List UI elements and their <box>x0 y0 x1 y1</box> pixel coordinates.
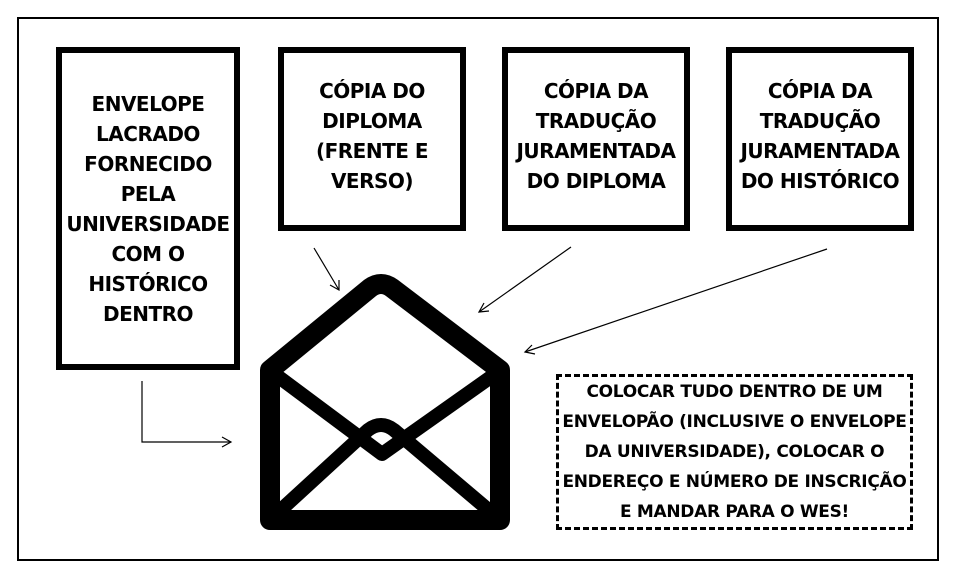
arrow-trad-historico-to-icon <box>524 248 828 353</box>
arrow-envelope-to-icon-head <box>221 436 233 448</box>
box-diploma-translation-label: CÓPIA DA TRADUÇÃO JURAMENTADA DO DIPLOMA <box>516 79 676 193</box>
arrow-diploma-to-icon <box>313 247 340 291</box>
arrow-envelope-to-icon <box>141 381 231 443</box>
box-transcript-translation: CÓPIA DA TRADUÇÃO JURAMENTADA DO HISTÓRI… <box>726 47 914 231</box>
open-envelope-icon <box>260 274 510 530</box>
box-diploma-copy-label: CÓPIA DO DIPLOMA (FRENTE E VERSO) <box>315 79 429 193</box>
arrow-diploma-to-icon-head <box>329 280 340 292</box>
box-sealed-envelope: ENVELOPE LACRADO FORNECIDO PELA UNIVERSI… <box>56 47 240 370</box>
box-transcript-translation-label: CÓPIA DA TRADUÇÃO JURAMENTADA DO HISTÓRI… <box>740 79 900 193</box>
box-sealed-envelope-label: ENVELOPE LACRADO FORNECIDO PELA UNIVERSI… <box>66 91 230 326</box>
instruction-note: COLOCAR TUDO DENTRO DE UM ENVELOPÃO (INC… <box>556 374 913 530</box>
arrow-trad-diploma-to-icon <box>478 246 572 313</box>
arrow-trad-diploma-to-icon-head <box>477 302 490 313</box>
arrow-trad-historico-to-icon-head <box>523 344 536 355</box>
box-diploma-copy: CÓPIA DO DIPLOMA (FRENTE E VERSO) <box>278 47 466 231</box>
arrows <box>141 246 828 448</box>
instruction-note-text: COLOCAR TUDO DENTRO DE UM ENVELOPÃO (INC… <box>562 382 907 522</box>
diagram-frame <box>17 17 939 561</box>
box-diploma-translation: CÓPIA DA TRADUÇÃO JURAMENTADA DO DIPLOMA <box>502 47 690 231</box>
